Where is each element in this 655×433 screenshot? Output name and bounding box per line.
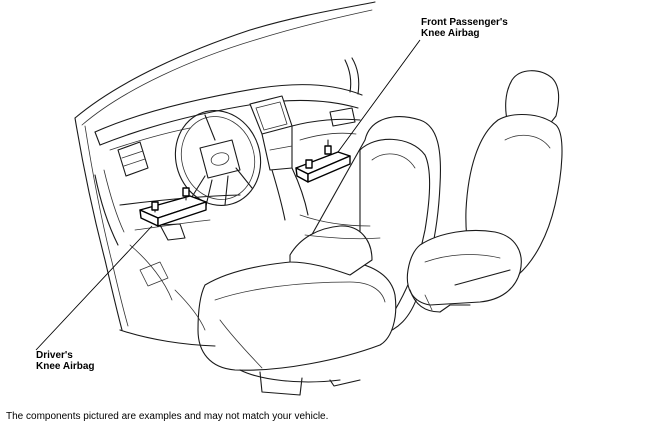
driver-label-line2: Knee Airbag bbox=[36, 361, 95, 372]
passenger-label-line1: Front Passenger's bbox=[421, 17, 508, 28]
floor-area bbox=[119, 214, 381, 347]
driver-label-line1: Driver's bbox=[36, 350, 73, 361]
passenger-callout-leader bbox=[337, 39, 421, 153]
passenger-knee-airbag bbox=[295, 139, 351, 183]
steering-wheel bbox=[174, 109, 262, 211]
center-console bbox=[249, 95, 361, 221]
dashboard bbox=[94, 84, 363, 301]
passenger-knee-airbag-label: Front Passenger's Knee Airbag bbox=[421, 17, 508, 39]
driver-seat bbox=[197, 116, 441, 396]
driver-callout-leader bbox=[35, 225, 153, 351]
passenger-seat bbox=[406, 70, 563, 313]
driver-knee-airbag-label: Driver's Knee Airbag bbox=[36, 350, 95, 372]
disclaimer-footnote: The components pictured are examples and… bbox=[6, 411, 329, 422]
driver-knee-airbag bbox=[139, 187, 207, 227]
passenger-label-line2: Knee Airbag bbox=[421, 28, 480, 39]
vehicle-body-outline bbox=[74, 1, 376, 331]
